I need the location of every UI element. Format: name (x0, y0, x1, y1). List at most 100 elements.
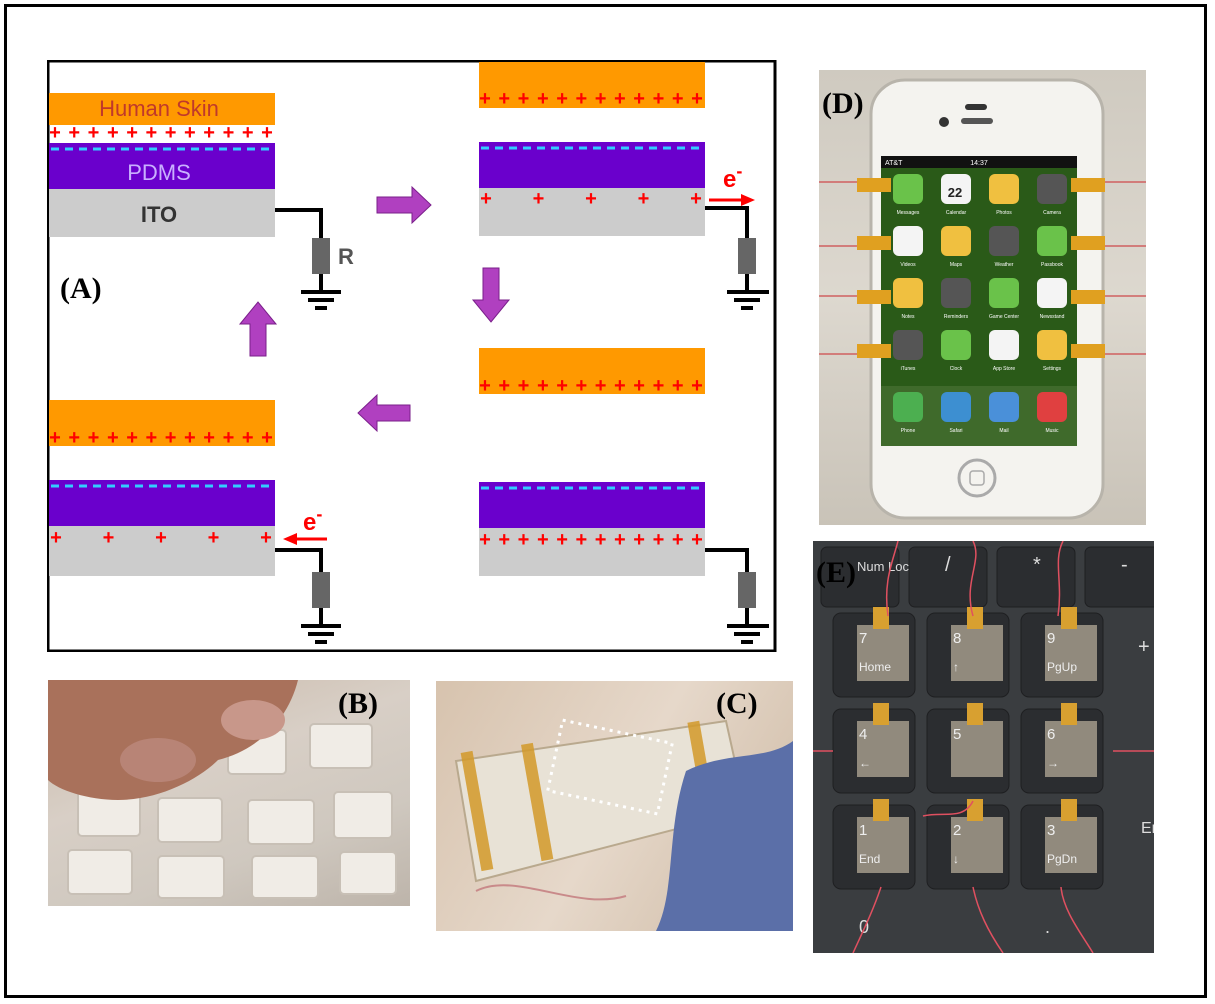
electron-label: e- (723, 161, 742, 193)
skin-layer (49, 400, 275, 446)
key-sublabel: ↑ (953, 660, 959, 674)
photo-flexible-sensor-roll (436, 681, 793, 931)
pdms-layer (479, 482, 705, 528)
resistor (312, 572, 330, 608)
key[interactable] (996, 546, 1076, 608)
dock-label: Safari (949, 428, 962, 434)
resistor (738, 572, 756, 608)
app-label: iTunes (901, 366, 916, 372)
induced-charges: + + + + + (50, 528, 272, 551)
camera-icon (939, 117, 949, 127)
panel-label-e: (E) (816, 556, 856, 589)
app-icon[interactable] (941, 174, 971, 204)
ground-symbol (727, 274, 769, 310)
dock-label: Phone (901, 428, 916, 434)
app-label: Calendar (946, 210, 967, 216)
app-icon[interactable] (893, 278, 923, 308)
key-sublabel: PgDn (1047, 852, 1077, 866)
process-arrow-up (238, 301, 278, 357)
process-arrow-down (471, 267, 511, 323)
panel-label-c: (C) (716, 687, 758, 720)
dock-label: Music (1045, 428, 1059, 434)
sensor-wires (819, 181, 1146, 355)
app-icon[interactable] (893, 330, 923, 360)
app-icon[interactable] (941, 330, 971, 360)
key-number: 5 (953, 726, 961, 743)
figure-frame (4, 4, 1207, 998)
key-label: Num Lock (857, 559, 916, 574)
app-label: Passbook (1041, 262, 1063, 268)
dock-icon[interactable] (941, 392, 971, 422)
app-label: Videos (900, 262, 916, 268)
app-icon[interactable] (989, 226, 1019, 256)
earpiece (965, 104, 987, 110)
key-label: * (1033, 554, 1041, 576)
top-key-row: Num Lock/*- (820, 546, 1154, 608)
pdms-label: PDMS (127, 160, 191, 185)
sensor-pad (1045, 625, 1097, 681)
induced-charges: + + + + + (480, 189, 702, 212)
app-icon[interactable] (1037, 330, 1067, 360)
triboelectric-schematic: Human Skin ++++++++++++ PDMS ITO R +++++… (47, 60, 777, 652)
speaker-grill (961, 118, 993, 124)
app-icon[interactable] (1037, 174, 1067, 204)
app-label: Settings (1043, 366, 1062, 372)
key[interactable] (820, 546, 900, 608)
resistor (312, 238, 330, 274)
skin-layer (49, 93, 275, 125)
ito-layer (479, 528, 705, 576)
app-icon[interactable] (1037, 226, 1067, 256)
ground-symbol (301, 274, 341, 310)
photo-sensor-array-touch (48, 680, 410, 906)
key-sublabel: ← (859, 756, 871, 770)
app-icon[interactable] (941, 226, 971, 256)
app-icon[interactable] (941, 278, 971, 308)
ito-layer (49, 526, 275, 576)
kapton-tape (967, 799, 983, 821)
sensor-pad (1045, 721, 1097, 777)
key-number: 6 (1047, 726, 1055, 743)
sensor-pad (1045, 817, 1097, 873)
panel-label-b: (B) (338, 687, 378, 720)
dock-icon[interactable] (989, 392, 1019, 422)
app-icon[interactable] (989, 174, 1019, 204)
ito-layer (479, 188, 705, 236)
flexible-sensor-illustration (454, 718, 793, 931)
fingernail (120, 738, 196, 782)
fingernail (221, 700, 285, 740)
sensor-pad (951, 817, 1003, 873)
kapton-tape (873, 703, 889, 725)
app-label: Camera (1043, 210, 1061, 216)
sensor-wires (813, 541, 1154, 953)
resistor (738, 238, 756, 274)
key-sublabel: Home (859, 660, 891, 674)
kapton-tape (1061, 703, 1077, 725)
app-label: Messages (897, 210, 920, 216)
app-icon[interactable] (893, 226, 923, 256)
ito-label: ITO (141, 202, 177, 227)
app-label: Notes (901, 314, 915, 320)
dock-icon[interactable] (893, 392, 923, 422)
panel-label-a: (A) (60, 272, 102, 305)
app-icon[interactable] (893, 174, 923, 204)
key-sublabel: ↓ (953, 852, 959, 866)
plus-key-label: + (1138, 636, 1150, 658)
app-icon[interactable] (1037, 278, 1067, 308)
sensor-pad (951, 721, 1003, 777)
home-button (957, 458, 997, 498)
electron-arrow-head (283, 533, 297, 545)
key[interactable] (1084, 546, 1154, 608)
key-number: 8 (953, 630, 961, 647)
pdms-layer (49, 143, 275, 189)
key[interactable] (908, 546, 988, 608)
app-icon[interactable] (989, 330, 1019, 360)
app-icon[interactable] (989, 278, 1019, 308)
dock-icon[interactable] (1037, 392, 1067, 422)
key-sublabel: End (859, 852, 880, 866)
status-bar (881, 156, 1077, 168)
blue-glove (656, 741, 793, 931)
app-label: Game Center (989, 314, 1019, 320)
key-number: 2 (953, 822, 961, 839)
